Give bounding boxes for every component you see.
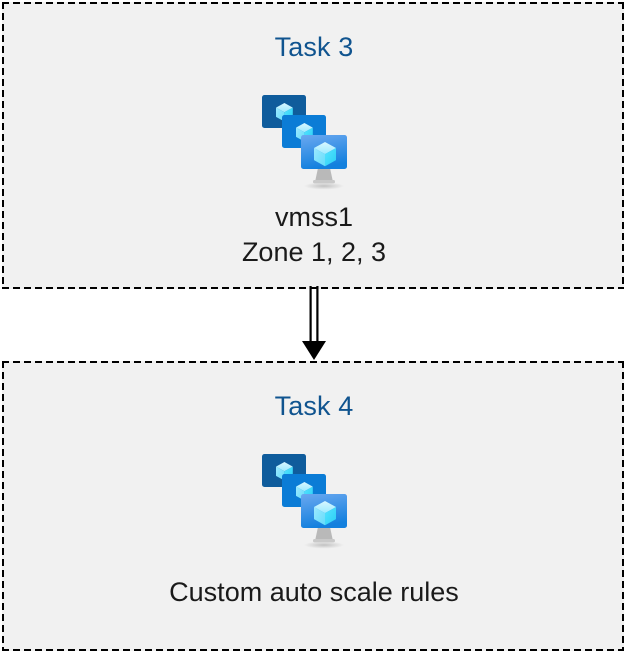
box-border-bottom <box>2 287 624 289</box>
azure-virtual-machine-scale-set-icon <box>259 451 369 551</box>
task-3-label-vmss1: vmss1 <box>274 202 353 232</box>
task-4-title: Task 4 <box>274 391 354 421</box>
connector-arrow-task3-to-task4 <box>296 286 332 362</box>
box-border-left <box>2 2 4 289</box>
task-3-title: Task 3 <box>274 32 354 62</box>
task-4-label-rules: Custom auto scale rules <box>169 577 459 607</box>
task-3-label-zones: Zone 1, 2, 3 <box>241 237 387 267</box>
box-border-top <box>2 361 624 363</box>
box-border-left <box>2 361 4 651</box>
azure-virtual-machine-scale-set-icon <box>259 92 369 192</box>
box-border-right <box>622 2 624 289</box>
box-border-right <box>622 361 624 651</box>
box-border-top <box>2 2 624 4</box>
box-border-bottom <box>2 649 624 651</box>
